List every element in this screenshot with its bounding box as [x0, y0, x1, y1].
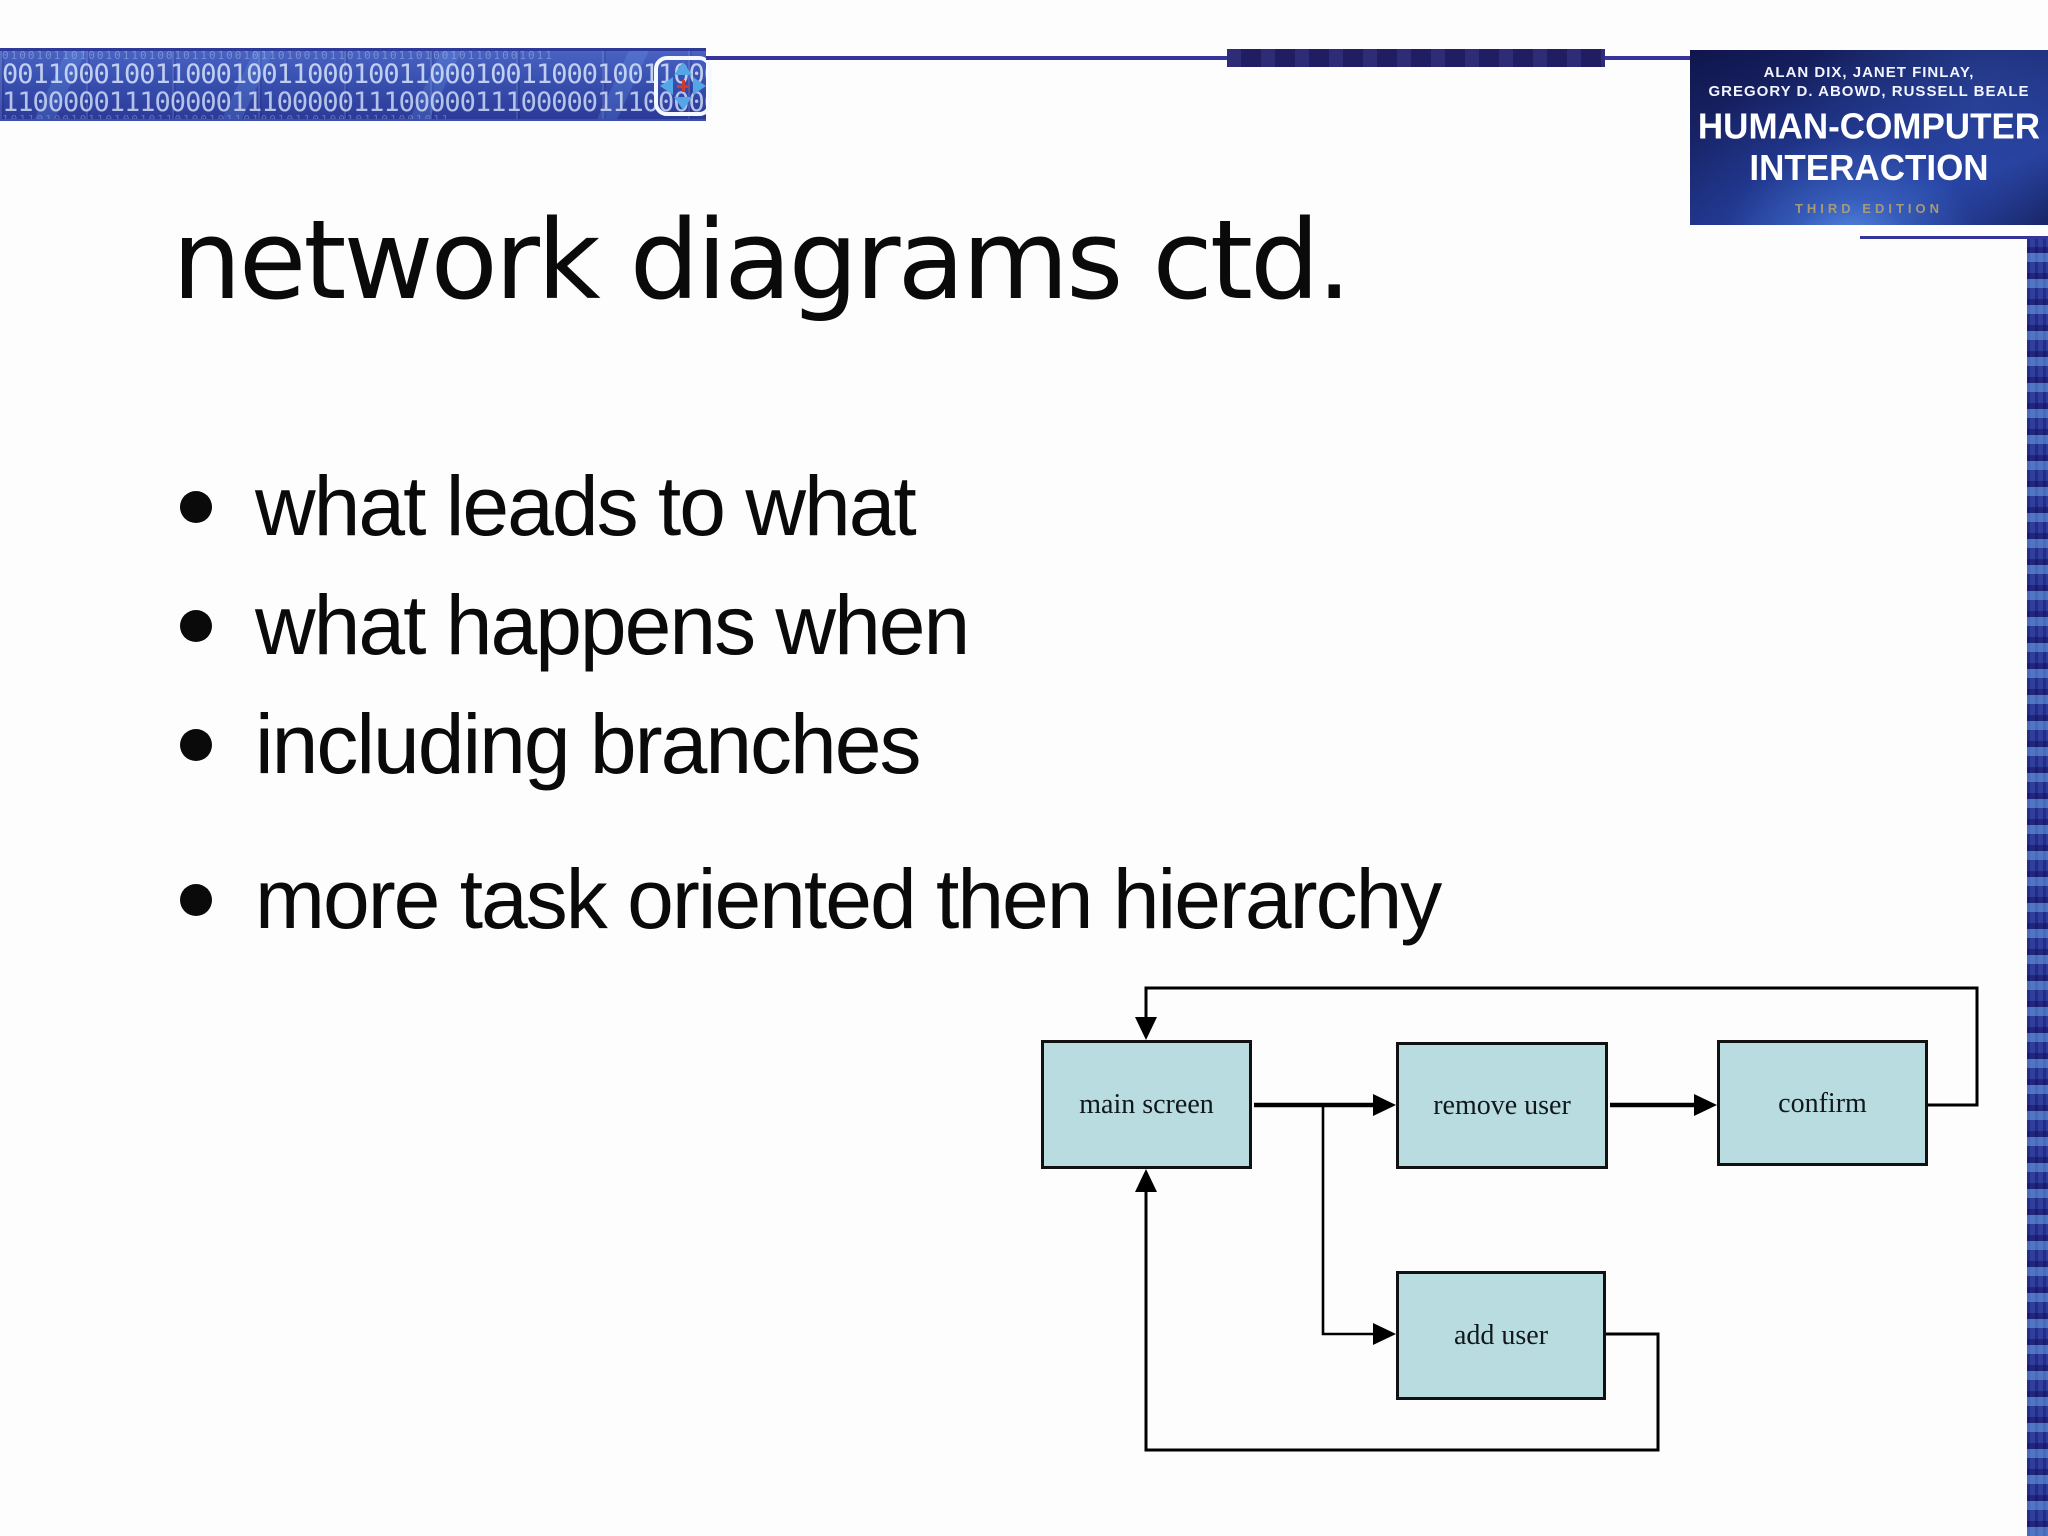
cover-bottom-rule — [1860, 236, 2048, 239]
header-navy-bar — [1227, 49, 1605, 67]
arrowhead-into-confirm — [1694, 1094, 1717, 1116]
cover-authors-line-1: ALAN DIX, JANET FINLAY, — [1763, 64, 1975, 81]
banner-streak-texture — [0, 51, 706, 119]
arrow-right-icon — [693, 77, 706, 95]
binary-banner: 0100101101001011010010110100101101001011… — [0, 48, 706, 121]
page-title: network diagrams ctd. — [172, 196, 1352, 324]
cover-bottom-notch — [1860, 225, 2027, 236]
compass-center-icon — [677, 80, 689, 92]
node-label: confirm — [1778, 1087, 1867, 1119]
arrowhead-into-add-user — [1373, 1323, 1396, 1345]
cover-edition: THIRD EDITION — [1794, 201, 1944, 216]
bullet-item: what leads to what — [178, 447, 1878, 566]
binary-row-1: 0011000100110001001100010011000100110001… — [2, 59, 706, 90]
arrow-down-icon — [674, 97, 692, 110]
binary-row-faint-bottom: 1011010010110100101101001011010010110100… — [2, 113, 451, 121]
cover-title-line-1: HUMAN-COMPUTER — [1697, 106, 2041, 147]
diagram-node-remove-user: remove user — [1396, 1042, 1608, 1169]
node-label: main screen — [1079, 1089, 1214, 1120]
binary-row-faint-top: 0100101101001011010010110100101101001011… — [2, 49, 554, 62]
diagram-node-main-screen: main screen — [1041, 1040, 1252, 1169]
bullet-list: what leads to what what happens when inc… — [178, 447, 1878, 959]
arrow-left-icon — [660, 77, 673, 95]
arrowhead-into-main-bottom — [1135, 1169, 1157, 1192]
arrowhead-into-main-top — [1135, 1017, 1157, 1040]
banner-column-texture — [0, 51, 706, 119]
binary-row-2: 1100000111000001110000011100000111000001… — [2, 87, 706, 118]
edge-main-to-add — [1321, 1107, 1378, 1336]
navigation-arrows-icon[interactable] — [654, 56, 712, 116]
diagram-node-confirm: confirm — [1717, 1040, 1928, 1166]
header-rule-line — [706, 56, 1690, 60]
bullet-item: what happens when — [178, 566, 1878, 685]
cover-title-line-2: INTERACTION — [1749, 148, 1989, 189]
arrowhead-into-remove-user — [1373, 1094, 1396, 1116]
node-label: add user — [1453, 1320, 1549, 1351]
diagram-node-add-user: add user — [1396, 1271, 1606, 1400]
bullet-item: including branches — [178, 685, 1878, 804]
book-cover: ALAN DIX, JANET FINLAY, GREGORY D. ABOWD… — [1690, 50, 2048, 225]
bullet-item: more task oriented then hierarchy — [178, 840, 1878, 959]
right-edge-banner — [2027, 239, 2048, 1536]
cover-authors-line-2: GREGORY D. ABOWD, RUSSELL BEALE — [1708, 83, 2030, 100]
arrow-up-icon — [674, 62, 692, 75]
node-label: remove user — [1433, 1090, 1571, 1121]
